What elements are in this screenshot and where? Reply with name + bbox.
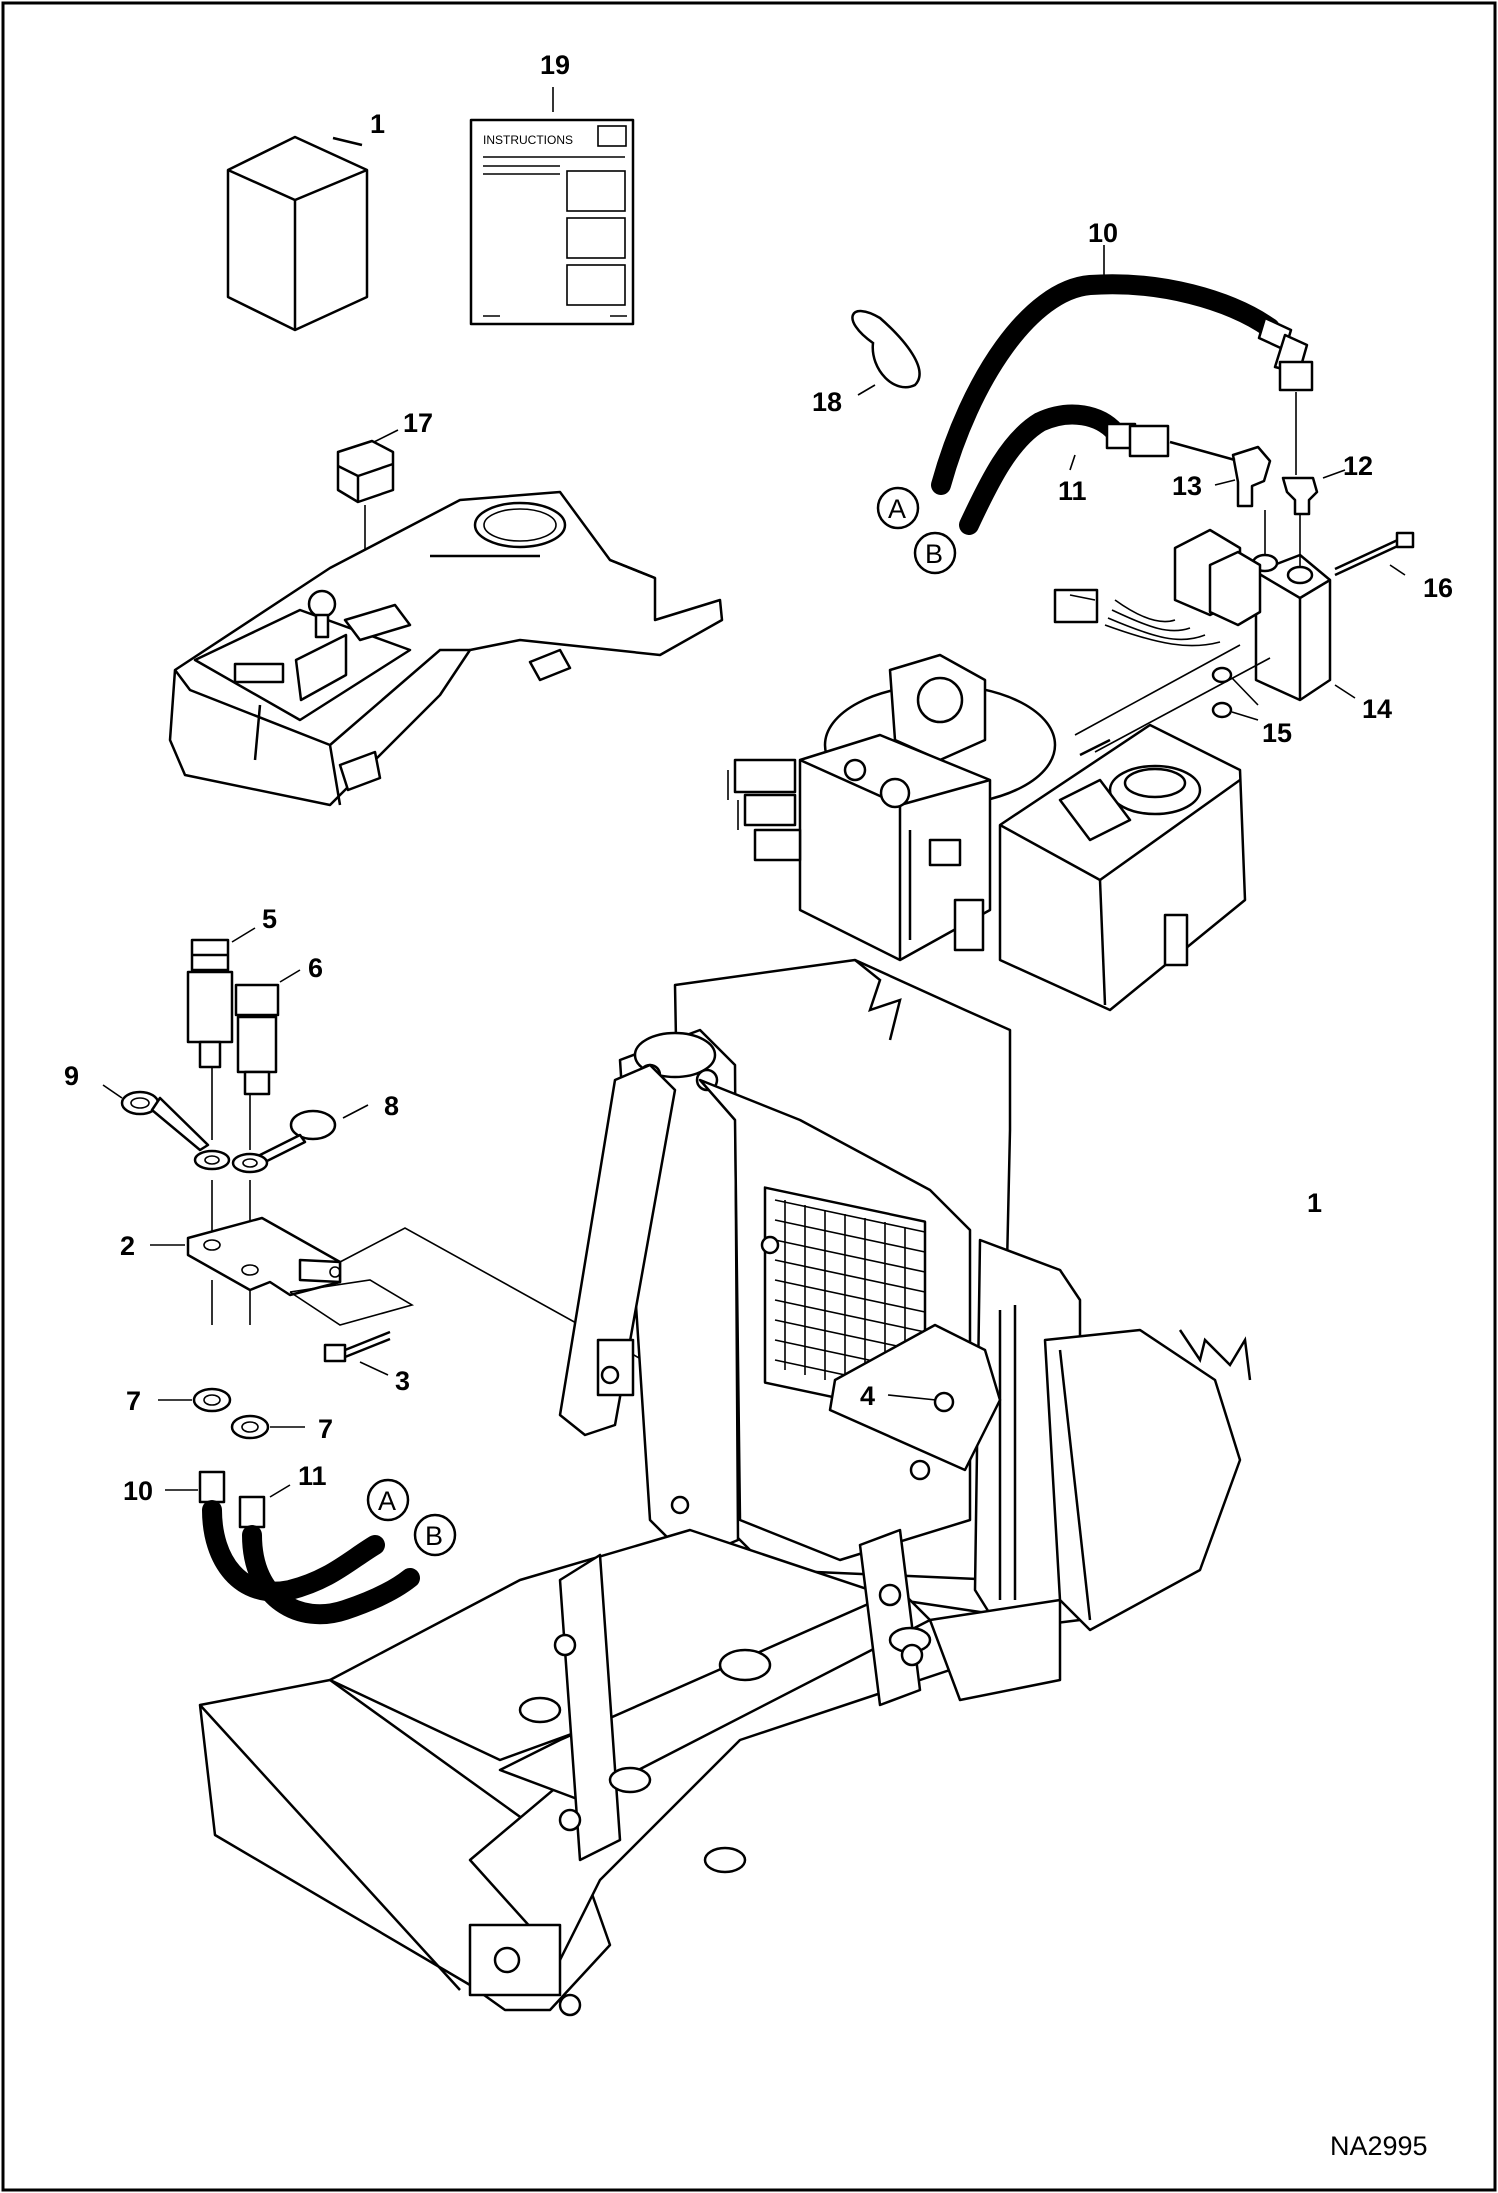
callout-11-top: 11: [1058, 476, 1087, 506]
hose-10-lower: [198, 1470, 385, 1602]
hydraulic-power-unit: [727, 653, 1247, 1012]
callout-19: 19: [540, 50, 570, 80]
coupler-6: [234, 983, 280, 1096]
hose-11-lower: [238, 1495, 420, 1625]
elbow-fitting-13: [1169, 440, 1272, 508]
instructions-sheet: INSTRUCTIONS: [469, 118, 635, 326]
drawing-number: NA2995: [1330, 2131, 1428, 2161]
instructions-label: INSTRUCTIONS: [483, 133, 573, 147]
callout-15: 15: [1262, 718, 1292, 748]
callout-9: 9: [64, 1061, 79, 1091]
dust-cap-9: [120, 1090, 231, 1171]
callout-10-lower: 10: [123, 1476, 153, 1506]
connector-a-top-label: A: [888, 494, 906, 524]
fitting-12: [1281, 392, 1319, 516]
callout-5: 5: [262, 904, 277, 934]
callout-2: 2: [120, 1231, 135, 1261]
o-rings-15: [1074, 644, 1271, 753]
connector-b-lower: B: [413, 1513, 457, 1557]
connector-b-lower-label: B: [425, 1521, 443, 1551]
callout-6: 6: [308, 953, 323, 983]
callout-7-left: 7: [126, 1386, 141, 1416]
switch-17: [336, 439, 395, 504]
coupler-5: [186, 938, 234, 1069]
callout-10-top: 10: [1088, 218, 1118, 248]
callout-17: 17: [403, 408, 433, 438]
callout-4: 4: [860, 1381, 875, 1411]
loader-frame: [198, 958, 1252, 2017]
callout-16: 16: [1423, 573, 1453, 603]
connector-a-lower-label: A: [378, 1486, 396, 1516]
kit-box: [226, 135, 369, 332]
valve-block-14: [1251, 510, 1332, 702]
nut-7-right: [230, 1414, 270, 1440]
connector-a-lower: A: [366, 1478, 410, 1522]
tie-strap-18: [851, 309, 921, 389]
connector-b-top-label: B: [925, 539, 943, 569]
callout-7-right: 7: [318, 1414, 333, 1444]
callout-11-lower: 11: [298, 1461, 327, 1491]
callout-1-top: 1: [370, 109, 385, 139]
bracket-2: [186, 1216, 342, 1297]
bolt-16: [1334, 531, 1415, 577]
connector-a-top: A: [876, 486, 920, 530]
hose-10-top: [931, 274, 1314, 495]
solenoid-coils: [1053, 528, 1262, 647]
callout-8: 8: [384, 1091, 399, 1121]
callout-1-frame: 1: [1307, 1188, 1322, 1218]
hose-11-top: [959, 404, 1170, 535]
callout-12: 12: [1343, 451, 1373, 481]
callout-14: 14: [1362, 694, 1392, 724]
dust-cap-8: [231, 1109, 337, 1174]
nut-7-left: [192, 1387, 232, 1413]
callout-3: 3: [395, 1366, 410, 1396]
bolt-3: [323, 1330, 391, 1363]
connector-b-top: B: [913, 531, 957, 575]
callout-13: 13: [1172, 471, 1202, 501]
callout-18: 18: [812, 387, 842, 417]
control-console: [168, 490, 724, 807]
